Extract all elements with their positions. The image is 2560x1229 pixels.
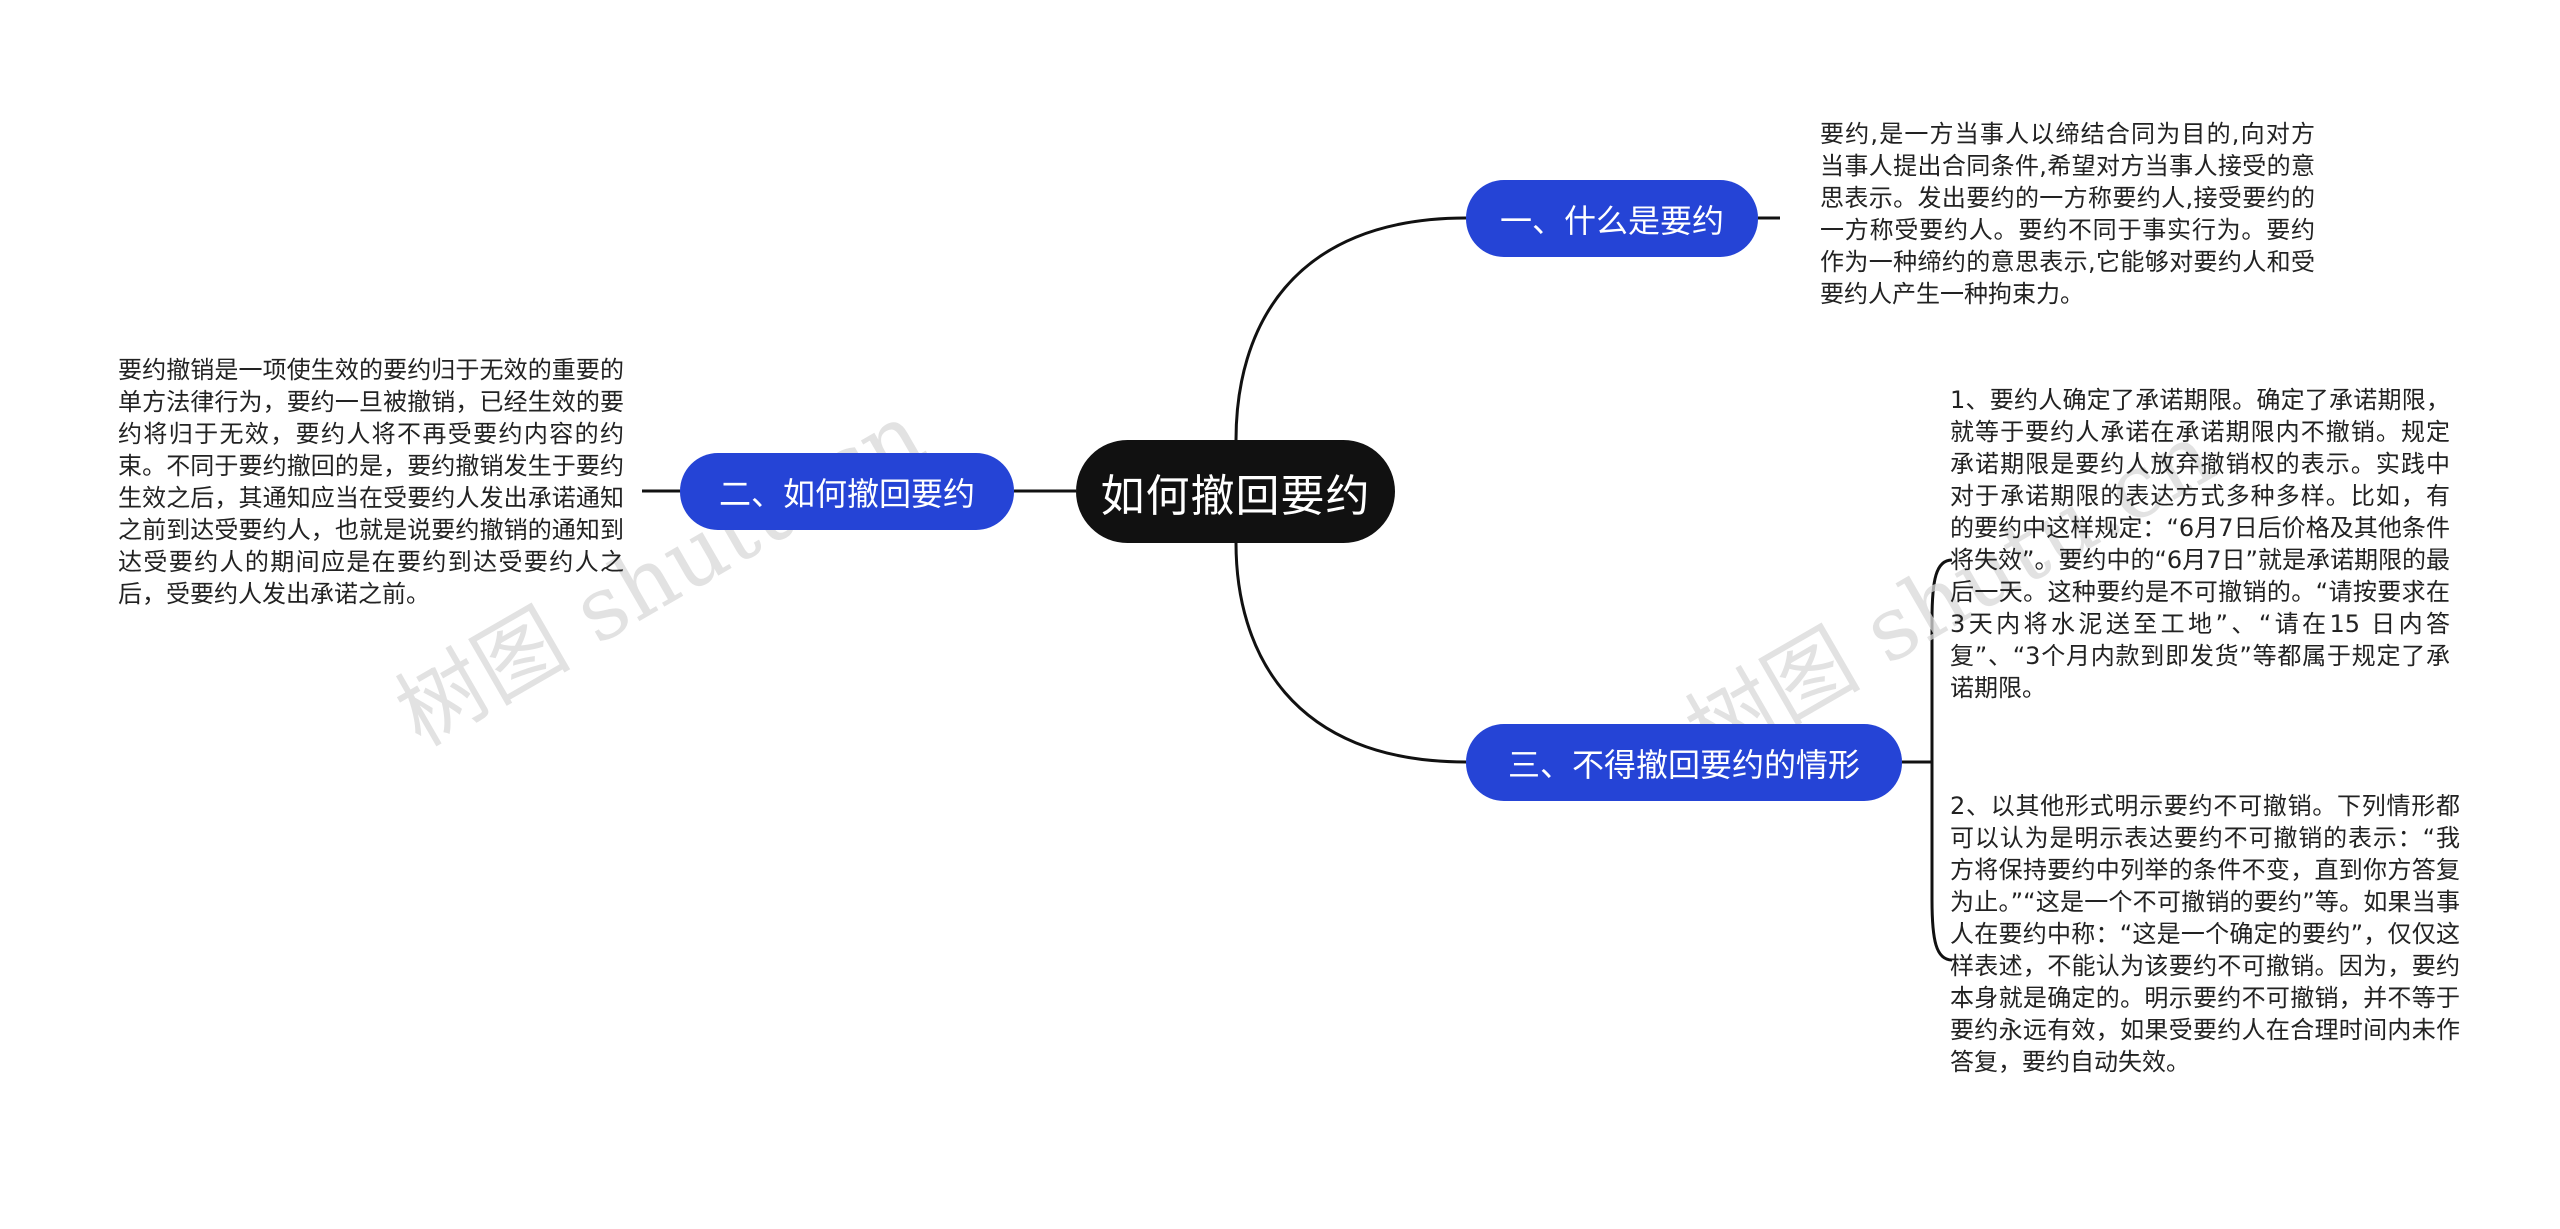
branch-label: 一、什么是要约 (1499, 201, 1724, 240)
connector-root-branch1 (1234, 216, 1467, 441)
branch-cannot-withdraw[interactable]: 三、不得撤回要约的情形 (1466, 724, 1902, 801)
branch-how-to-withdraw[interactable]: 二、如何撤回要约 (680, 453, 1014, 530)
root-label: 如何撤回要约 (1100, 470, 1371, 522)
connector-root-branch3 (1234, 542, 1467, 764)
leaf-offer-revocation: 要约撤销是一项使生效的要约归于无效的重要的单方法律行为，要约一旦被撤销，已经生效… (118, 356, 624, 608)
leaf-express-irrevocable: 2、以其他形式明示要约不可撤销。下列情形都可以认为是明示表达要约不可撤销的表示：… (1950, 792, 2460, 1076)
root-node[interactable]: 如何撤回要约 (1076, 440, 1395, 543)
branch-label: 二、如何撤回要约 (718, 474, 975, 513)
leaf-offer-definition: 要约,是一方当事人以缔结合同为目的,向对方当事人提出合同条件,希望对方当事人接受… (1820, 120, 2315, 308)
branch-label: 三、不得撤回要约的情形 (1507, 745, 1860, 784)
leaf-acceptance-period: 1、要约人确定了承诺期限。确定了承诺期限，就等于要约人承诺在承诺期限内不撤销。规… (1950, 386, 2450, 702)
branch-what-is-offer[interactable]: 一、什么是要约 (1466, 180, 1758, 257)
connector-branch3-bracket (1902, 558, 1953, 962)
